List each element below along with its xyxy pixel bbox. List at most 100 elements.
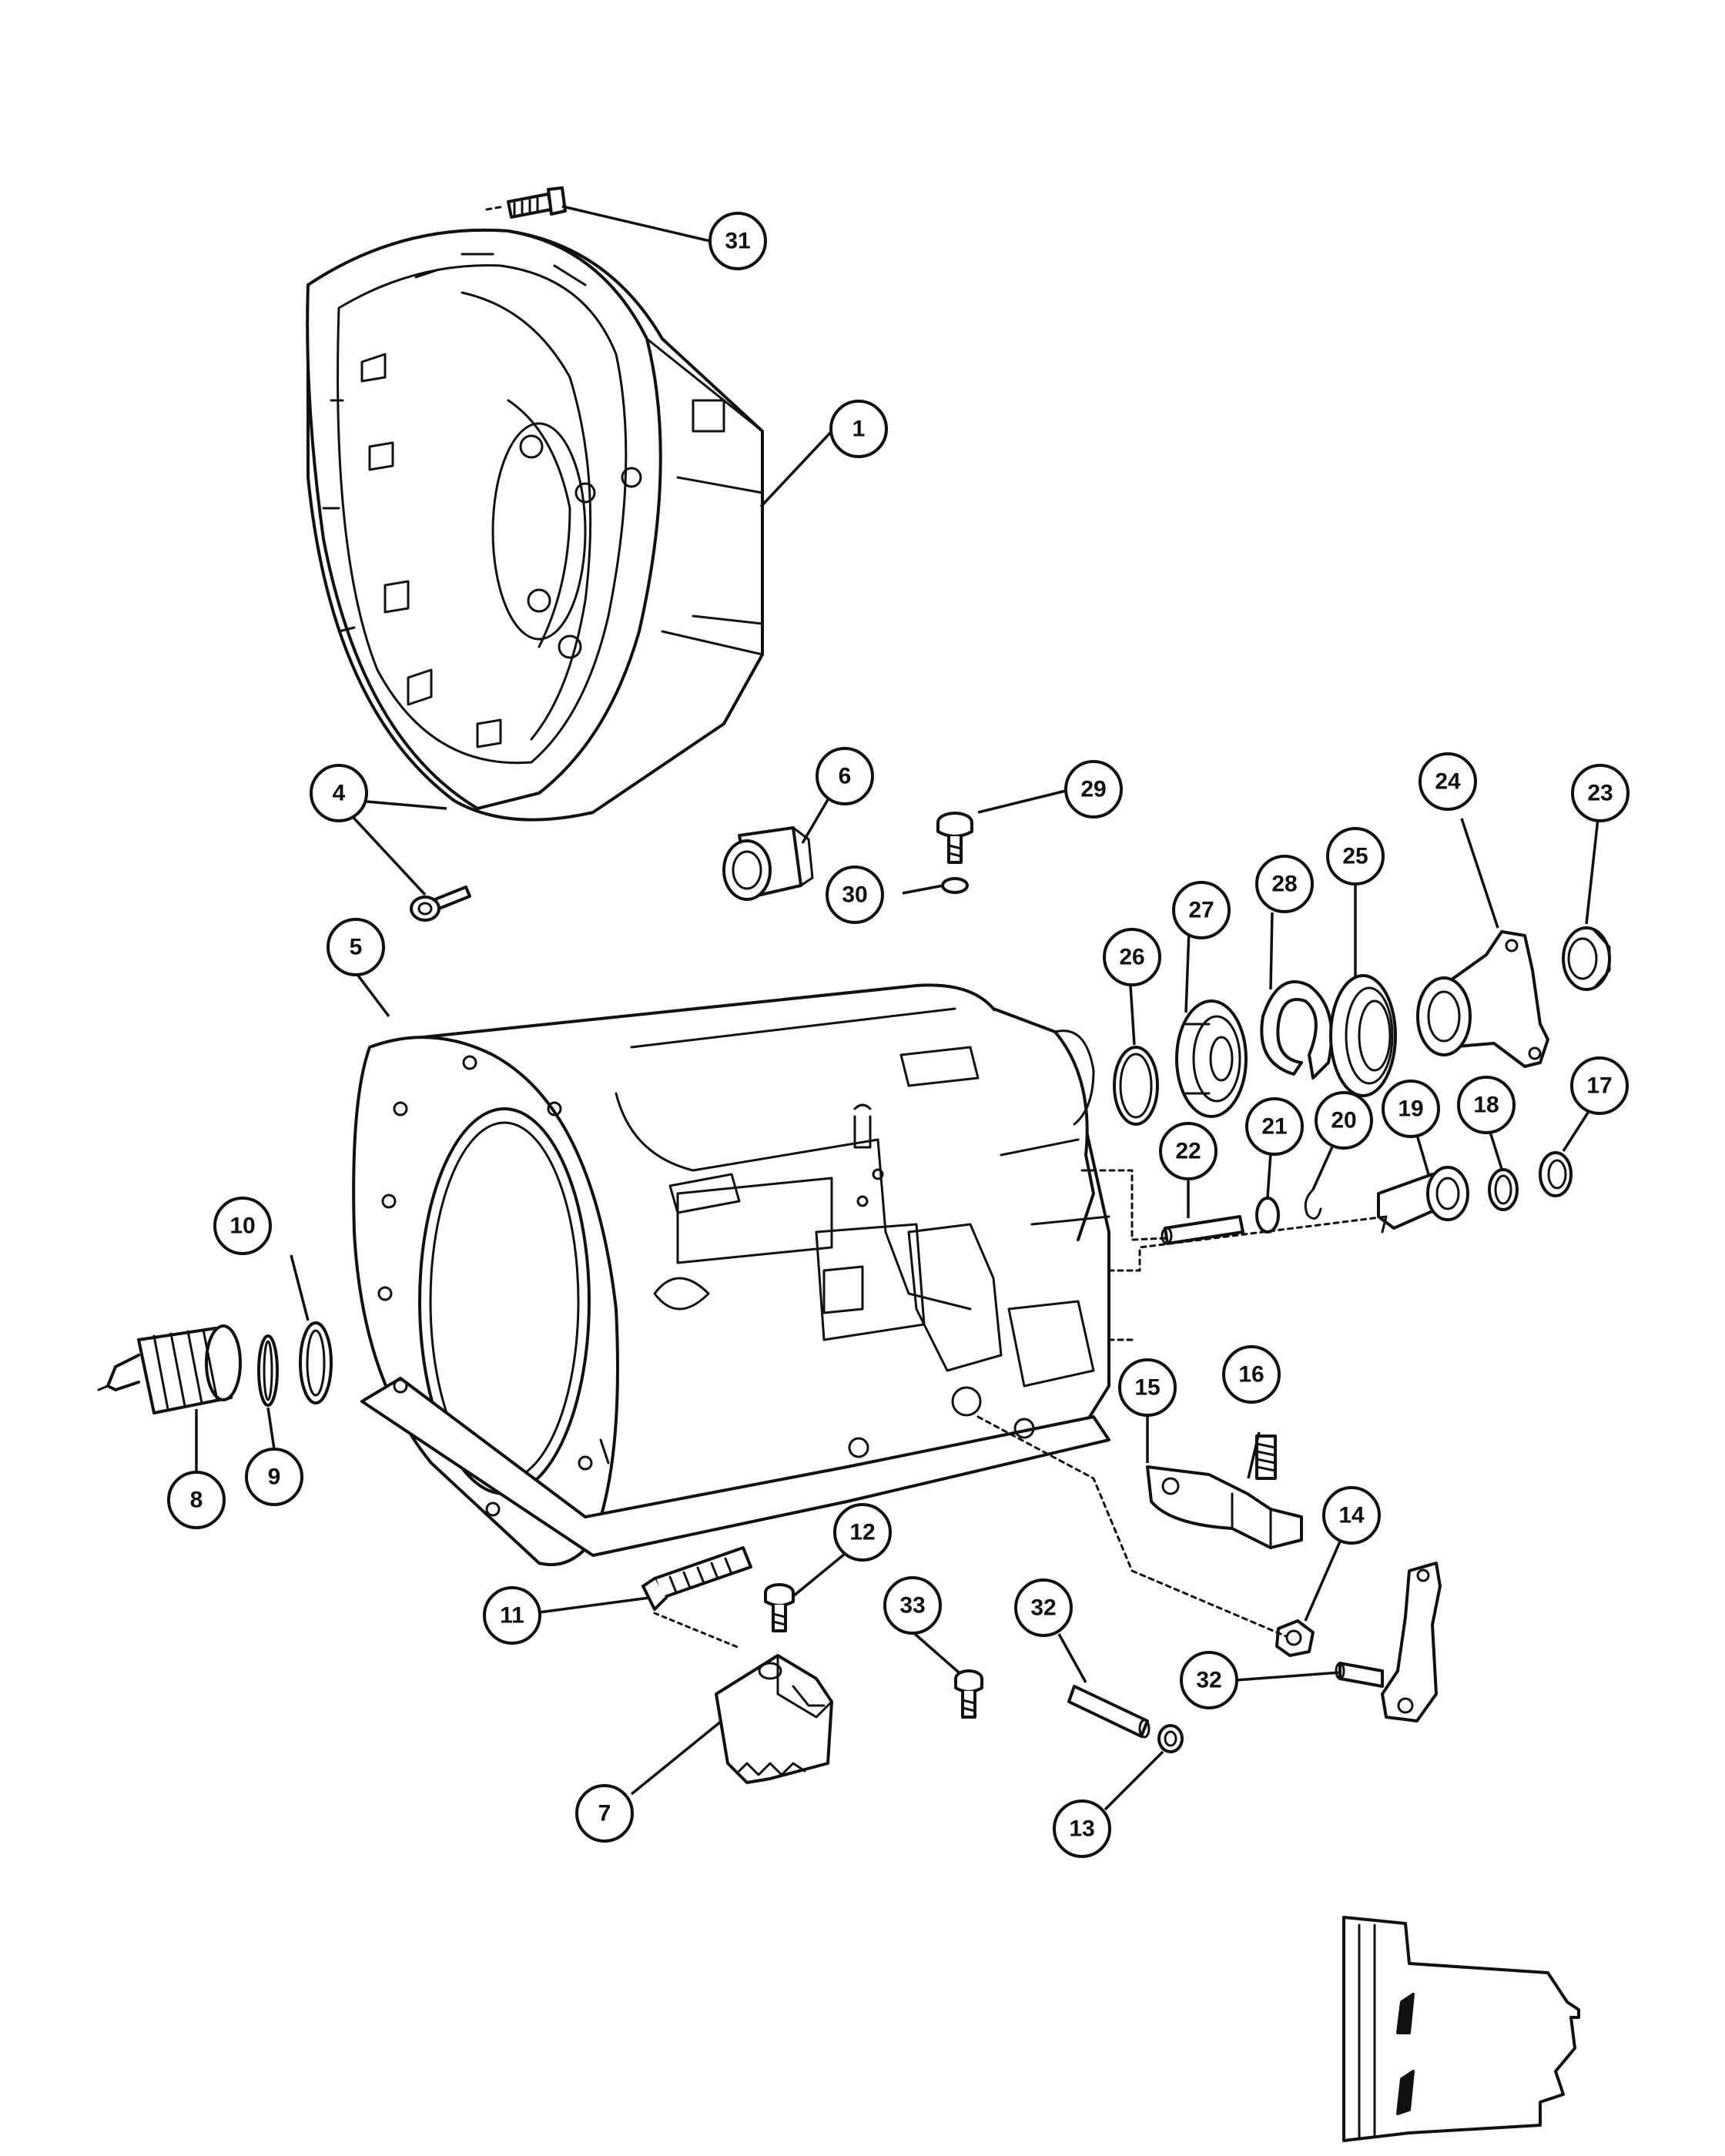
callouts: 31 1 4 6 29 30 5 24 23 25 28 27 26 22 21… bbox=[167, 212, 1630, 1858]
callout-12: 12 bbox=[833, 1503, 892, 1562]
part-11-pin bbox=[641, 1546, 752, 1649]
callout-9: 9 bbox=[245, 1448, 303, 1506]
callout-27-label: 27 bbox=[1188, 898, 1214, 923]
locator-inset bbox=[1342, 1916, 1580, 2142]
part-27-bearing bbox=[1175, 999, 1248, 1118]
callout-11: 11 bbox=[483, 1586, 541, 1645]
part-16-spring bbox=[1255, 1435, 1277, 1480]
part-13-clip bbox=[1157, 1724, 1184, 1753]
callout-6-label: 6 bbox=[839, 764, 852, 789]
part-28-snap-ring bbox=[1260, 980, 1334, 1080]
part-20-snap-ring bbox=[1304, 1188, 1322, 1220]
callout-14-label: 14 bbox=[1338, 1503, 1365, 1528]
part-10-seal-ring bbox=[299, 1321, 333, 1404]
callout-32-lever-label: 32 bbox=[1196, 1668, 1221, 1693]
part-31-bolt bbox=[485, 186, 567, 219]
callout-14: 14 bbox=[1322, 1486, 1381, 1545]
callout-26-label: 26 bbox=[1119, 945, 1144, 970]
part-12-bolt bbox=[764, 1583, 795, 1632]
callout-10: 10 bbox=[213, 1197, 272, 1255]
callout-32-pin: 32 bbox=[1014, 1578, 1073, 1637]
callout-10-label: 10 bbox=[229, 1214, 255, 1239]
callout-28-label: 28 bbox=[1271, 872, 1297, 897]
callout-19: 19 bbox=[1382, 1080, 1440, 1138]
callout-21: 21 bbox=[1245, 1097, 1304, 1156]
alignment-lines bbox=[976, 1169, 1388, 1638]
part-5-transmission-case bbox=[352, 983, 1110, 1566]
callout-23-label: 23 bbox=[1587, 781, 1613, 806]
callout-5: 5 bbox=[327, 918, 385, 976]
callout-1: 1 bbox=[829, 400, 888, 458]
part-15-park-lever bbox=[1146, 1465, 1303, 1549]
callout-31: 31 bbox=[708, 212, 767, 270]
callout-32-pin-label: 32 bbox=[1030, 1595, 1056, 1621]
part-26-seal-ring bbox=[1113, 1046, 1159, 1126]
part-4-bolt bbox=[410, 886, 471, 922]
callout-31-label: 31 bbox=[725, 229, 750, 254]
callout-26: 26 bbox=[1103, 928, 1161, 986]
callout-22: 22 bbox=[1159, 1122, 1218, 1180]
part-18-seal-ring bbox=[1488, 1168, 1519, 1211]
part-17-seal-ring bbox=[1539, 1151, 1573, 1197]
part-33-bolt bbox=[954, 1669, 983, 1719]
callout-1-label: 1 bbox=[852, 417, 866, 442]
callout-15: 15 bbox=[1118, 1358, 1177, 1417]
callout-32-lever: 32 bbox=[1180, 1651, 1238, 1709]
callout-22-label: 22 bbox=[1175, 1139, 1201, 1164]
part-22-pin bbox=[1161, 1215, 1244, 1245]
part-7-bracket bbox=[715, 1654, 833, 1784]
callout-18: 18 bbox=[1457, 1076, 1516, 1134]
part-32-shift-lever bbox=[1335, 1562, 1442, 1722]
callout-5-label: 5 bbox=[350, 935, 363, 960]
callout-21-label: 21 bbox=[1261, 1114, 1287, 1140]
part-32-pin bbox=[1067, 1685, 1151, 1739]
part-23-nut bbox=[1562, 926, 1611, 991]
callout-33-label: 33 bbox=[899, 1593, 925, 1619]
callout-24: 24 bbox=[1419, 752, 1477, 811]
callout-20-label: 20 bbox=[1331, 1108, 1356, 1133]
callout-17-label: 17 bbox=[1586, 1073, 1612, 1099]
callout-20: 20 bbox=[1315, 1091, 1373, 1150]
leader-lines bbox=[195, 205, 1599, 1811]
part-21-o-ring bbox=[1255, 1197, 1280, 1234]
callout-16: 16 bbox=[1222, 1345, 1281, 1404]
part-25-seal bbox=[1329, 974, 1397, 1097]
callout-9-label: 9 bbox=[268, 1465, 281, 1490]
callout-6: 6 bbox=[816, 747, 874, 805]
part-1-bell-housing bbox=[306, 228, 764, 822]
part-30-o-ring bbox=[941, 877, 969, 894]
callout-19-label: 19 bbox=[1398, 1096, 1423, 1122]
callout-29: 29 bbox=[1064, 760, 1123, 819]
part-24-flange bbox=[1416, 930, 1549, 1068]
callout-8-label: 8 bbox=[190, 1488, 203, 1513]
part-14-nut bbox=[1275, 1619, 1315, 1657]
callout-7-label: 7 bbox=[598, 1801, 611, 1826]
callout-25-label: 25 bbox=[1342, 844, 1368, 869]
callout-23: 23 bbox=[1571, 764, 1630, 822]
callout-8: 8 bbox=[167, 1471, 226, 1529]
callout-12-label: 12 bbox=[849, 1520, 875, 1545]
callout-33: 33 bbox=[883, 1576, 942, 1635]
callout-29-label: 29 bbox=[1080, 777, 1106, 802]
callout-16-label: 16 bbox=[1238, 1362, 1264, 1388]
callout-24-label: 24 bbox=[1435, 769, 1461, 795]
callout-15-label: 15 bbox=[1134, 1375, 1160, 1401]
callout-28: 28 bbox=[1255, 855, 1314, 913]
callout-25: 25 bbox=[1326, 827, 1385, 886]
callout-30: 30 bbox=[826, 865, 884, 924]
part-9-seal-ring bbox=[257, 1334, 279, 1407]
callout-13-label: 13 bbox=[1069, 1816, 1094, 1842]
callout-7: 7 bbox=[575, 1784, 634, 1843]
part-6-plug bbox=[722, 826, 814, 901]
part-19-valve bbox=[1377, 1166, 1469, 1234]
callout-11-label: 11 bbox=[500, 1603, 524, 1629]
callout-17: 17 bbox=[1570, 1056, 1629, 1115]
callout-27: 27 bbox=[1172, 881, 1231, 939]
callout-18-label: 18 bbox=[1473, 1093, 1499, 1118]
callout-4-label: 4 bbox=[333, 781, 346, 806]
part-29-vent bbox=[936, 812, 973, 864]
callout-4: 4 bbox=[310, 764, 368, 822]
callout-30-label: 30 bbox=[842, 882, 867, 908]
part-8-connector bbox=[97, 1324, 242, 1414]
